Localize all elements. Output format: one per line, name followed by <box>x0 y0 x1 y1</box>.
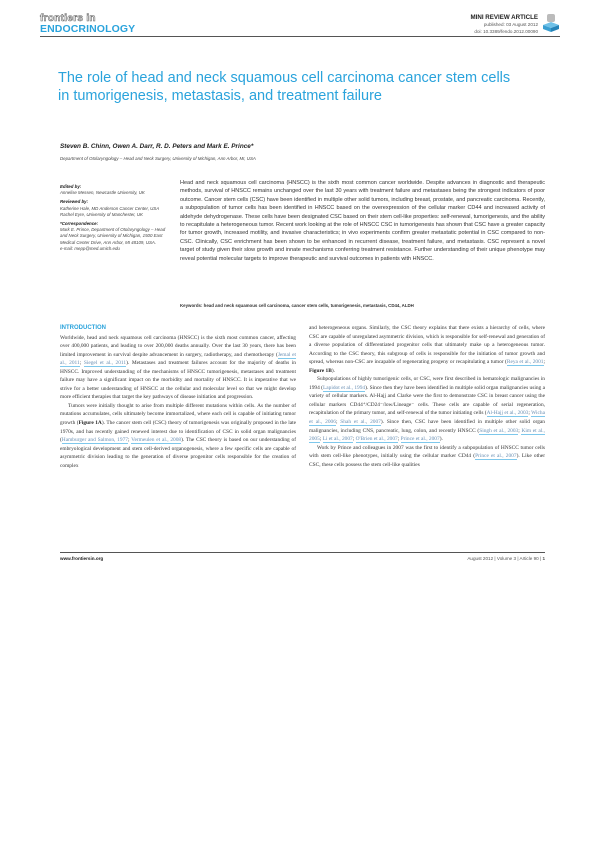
text-run: ). Metastases and treatment failures acc… <box>60 360 296 401</box>
sidebar-line: Annelise Messen, Newcastle University, U… <box>60 190 145 196</box>
keywords: Keywords: head and neck squamous cell ca… <box>180 303 414 308</box>
text-run: ; <box>397 436 401 443</box>
citation-link[interactable]: Vermeulen et al., 2008 <box>131 437 182 445</box>
sidebar-heading: *Correspondence: <box>60 221 99 227</box>
citation-link[interactable]: Hamburger and Salmon, 1977 <box>61 437 128 445</box>
text-run: ). <box>331 367 335 374</box>
published-date: published: 03 August 2012 <box>483 22 538 28</box>
article-type: MINI REVIEW ARTICLE <box>470 14 539 21</box>
citation-link[interactable]: Siegel et al., 2011 <box>83 360 127 368</box>
citation-link[interactable]: Lapidot et al., 1994 <box>322 384 366 392</box>
article-meta: MINI REVIEW ARTICLE published: 03 August… <box>471 14 539 35</box>
paragraph: Worldwide, head and neck squamous cell c… <box>60 334 296 402</box>
sidebar-heading: Edited by: <box>60 184 82 189</box>
affiliation: Department of Otolaryngology – Head and … <box>60 156 256 161</box>
sidebar-heading: Reviewed by: <box>60 199 89 205</box>
sidebar-line: Katherine Hale, MD Anderson Cancer Cente… <box>60 205 160 211</box>
text-run: ; <box>528 410 532 417</box>
citation-link[interactable]: Shah et al., 2007 <box>340 419 381 427</box>
citation-link[interactable]: Wicha et al., 2006 <box>309 410 545 427</box>
text-run: ). Since then they have been identified … <box>309 384 545 417</box>
sidebar-line: e-mail: mepp@med.umich.edu <box>60 245 120 251</box>
authors: Steven B. Chinn, Owen A. Darr, R. D. Pet… <box>60 143 254 150</box>
text-run: Tumors were initially thought to arise f… <box>60 402 296 427</box>
text-run: ; <box>518 427 522 434</box>
paragraph: Work by Prince and colleagues in 2007 wa… <box>309 444 545 470</box>
text-run: Worldwide, head and neck squamous cell c… <box>60 334 296 358</box>
body-column-2: and heterogeneous organs. Similarly, the… <box>309 324 545 469</box>
text-run: and heterogeneous organs. Similarly, the… <box>309 325 545 366</box>
citation-link[interactable]: Reya et al., 2001 <box>506 359 544 367</box>
text-run: ). The CSC theory is based on our unders… <box>60 437 296 469</box>
sidebar-line: Rachel Eyre, University of Manchester, U… <box>60 211 143 217</box>
paragraph: and heterogeneous organs. Similarly, the… <box>309 324 545 375</box>
text-run: ). <box>439 436 443 443</box>
body-column-1: INTRODUCTION Worldwide, head and neck sq… <box>60 324 296 470</box>
figure-reference: Figure 1A <box>78 420 102 427</box>
page-number: 1 <box>542 556 545 561</box>
citation-link[interactable]: Prince et al., 2007 <box>400 436 440 444</box>
citation-link[interactable]: Li et al., 2007 <box>322 436 353 444</box>
sidebar-info: Edited by:Annelise Messen, Newcastle Uni… <box>60 181 170 252</box>
abstract: Head and neck squamous cell carcinoma (H… <box>180 180 545 262</box>
text-run: ; <box>79 360 84 367</box>
footer-rule <box>60 552 545 553</box>
text-run: Work by Prince and colleagues in 2007 wa… <box>309 444 545 460</box>
text-run: ; <box>543 359 546 366</box>
text-run: ). Like other CSC, these cells possess t… <box>309 453 545 468</box>
text-run: ). The cancer stem cell (CSC) theory of … <box>60 420 297 444</box>
text-run: ; <box>127 437 132 444</box>
citation-link[interactable]: Al-Hajj et al., 2003 <box>486 410 529 418</box>
citation-link[interactable]: Singh et al., 2003 <box>479 427 519 435</box>
sidebar-line: Mark E. Prince, Department of Otolaryngo… <box>60 227 166 245</box>
section-heading: INTRODUCTION <box>60 325 106 331</box>
text-run: Subpopulations of highly tumorigenic cel… <box>309 376 545 391</box>
text-run: ; <box>352 436 356 443</box>
journal-logo: frontiers in ENDOCRINOLOGY <box>40 13 136 35</box>
footer-issue: August 2012 | Volume 3 | Article 90 | 1 <box>467 556 545 561</box>
text-run: ; <box>319 436 323 443</box>
text-run: ). Since then, CSC have been identified … <box>309 419 545 434</box>
crossmark-icon[interactable] <box>542 13 560 33</box>
citation-link[interactable]: Kim et al., 2005 <box>309 427 545 444</box>
journal-logo-line2: ENDOCRINOLOGY <box>40 23 136 35</box>
paragraph: Tumors were initially thought to arise f… <box>60 402 296 470</box>
citation-link[interactable]: O'Brien et al., 2007 <box>355 436 398 444</box>
article-title: The role of head and neck squamous cell … <box>58 70 511 104</box>
header-rule <box>40 36 560 38</box>
paragraph: Subpopulations of highly tumorigenic cel… <box>309 375 545 444</box>
footer-website[interactable]: www.frontiersin.org <box>60 556 104 561</box>
citation-link[interactable]: Jemal et al., 2011 <box>60 351 296 368</box>
text-run: ; <box>335 419 341 426</box>
journal-logo-line1: frontiers in <box>40 13 96 24</box>
citation-link[interactable]: Prince et al., 2007 <box>475 453 517 461</box>
figure-reference: Figure 1B <box>309 367 332 374</box>
doi[interactable]: doi: 10.3389/fendo.2012.00090 <box>474 28 538 34</box>
issue-info: August 2012 | Volume 3 | Article 90 | <box>467 556 543 561</box>
